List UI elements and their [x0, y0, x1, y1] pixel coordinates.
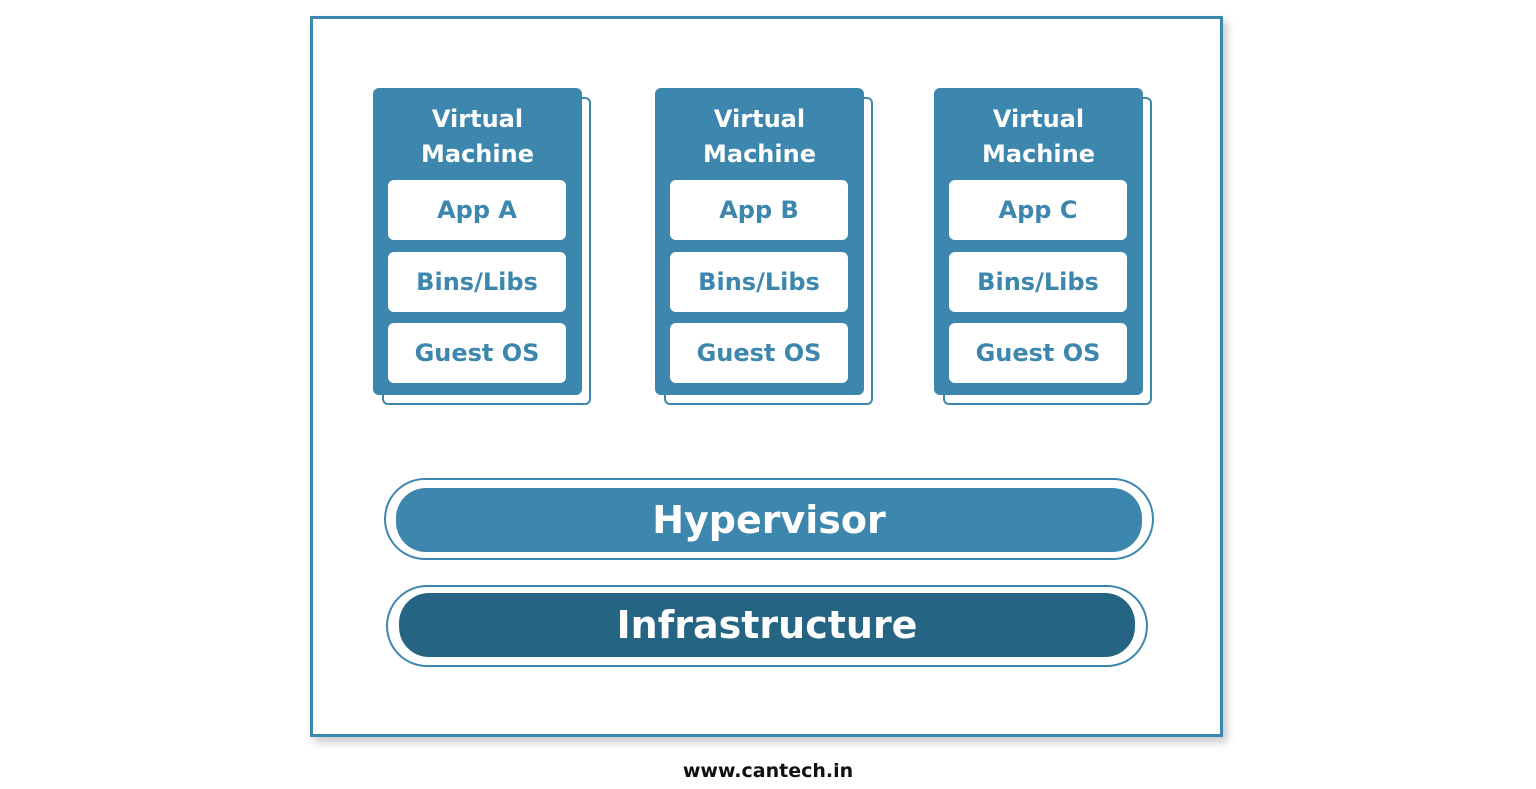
app-a-box: App A: [388, 180, 566, 240]
footer-url: www.cantech.in: [682, 760, 854, 782]
guest-os-a-box: Guest OS: [388, 323, 566, 383]
app-b-box: App B: [670, 180, 848, 240]
infrastructure-layer: Infrastructure: [399, 593, 1135, 657]
vm-block-b: Virtual Machine App B Bins/Libs Guest OS: [655, 88, 875, 406]
vm-title-a: Virtual Machine: [421, 105, 534, 168]
app-c-box: App C: [949, 180, 1127, 240]
virtual-machine-a: Virtual Machine App A Bins/Libs Guest OS: [373, 88, 582, 395]
guest-os-c-box: Guest OS: [949, 323, 1127, 383]
virtual-machine-c: Virtual Machine App C Bins/Libs Guest OS: [934, 88, 1143, 395]
bins-libs-c-box: Bins/Libs: [949, 252, 1127, 312]
virtual-machine-b: Virtual Machine App B Bins/Libs Guest OS: [655, 88, 864, 395]
guest-os-b-box: Guest OS: [670, 323, 848, 383]
vm-block-a: Virtual Machine App A Bins/Libs Guest OS: [373, 88, 593, 406]
diagram-frame: Virtual Machine App A Bins/Libs Guest OS…: [310, 16, 1223, 737]
vm-title-c: Virtual Machine: [982, 105, 1095, 168]
vm-title-b: Virtual Machine: [703, 105, 816, 168]
bins-libs-a-box: Bins/Libs: [388, 252, 566, 312]
bins-libs-b-box: Bins/Libs: [670, 252, 848, 312]
vm-block-c: Virtual Machine App C Bins/Libs Guest OS: [934, 88, 1154, 406]
hypervisor-layer: Hypervisor: [396, 488, 1142, 552]
